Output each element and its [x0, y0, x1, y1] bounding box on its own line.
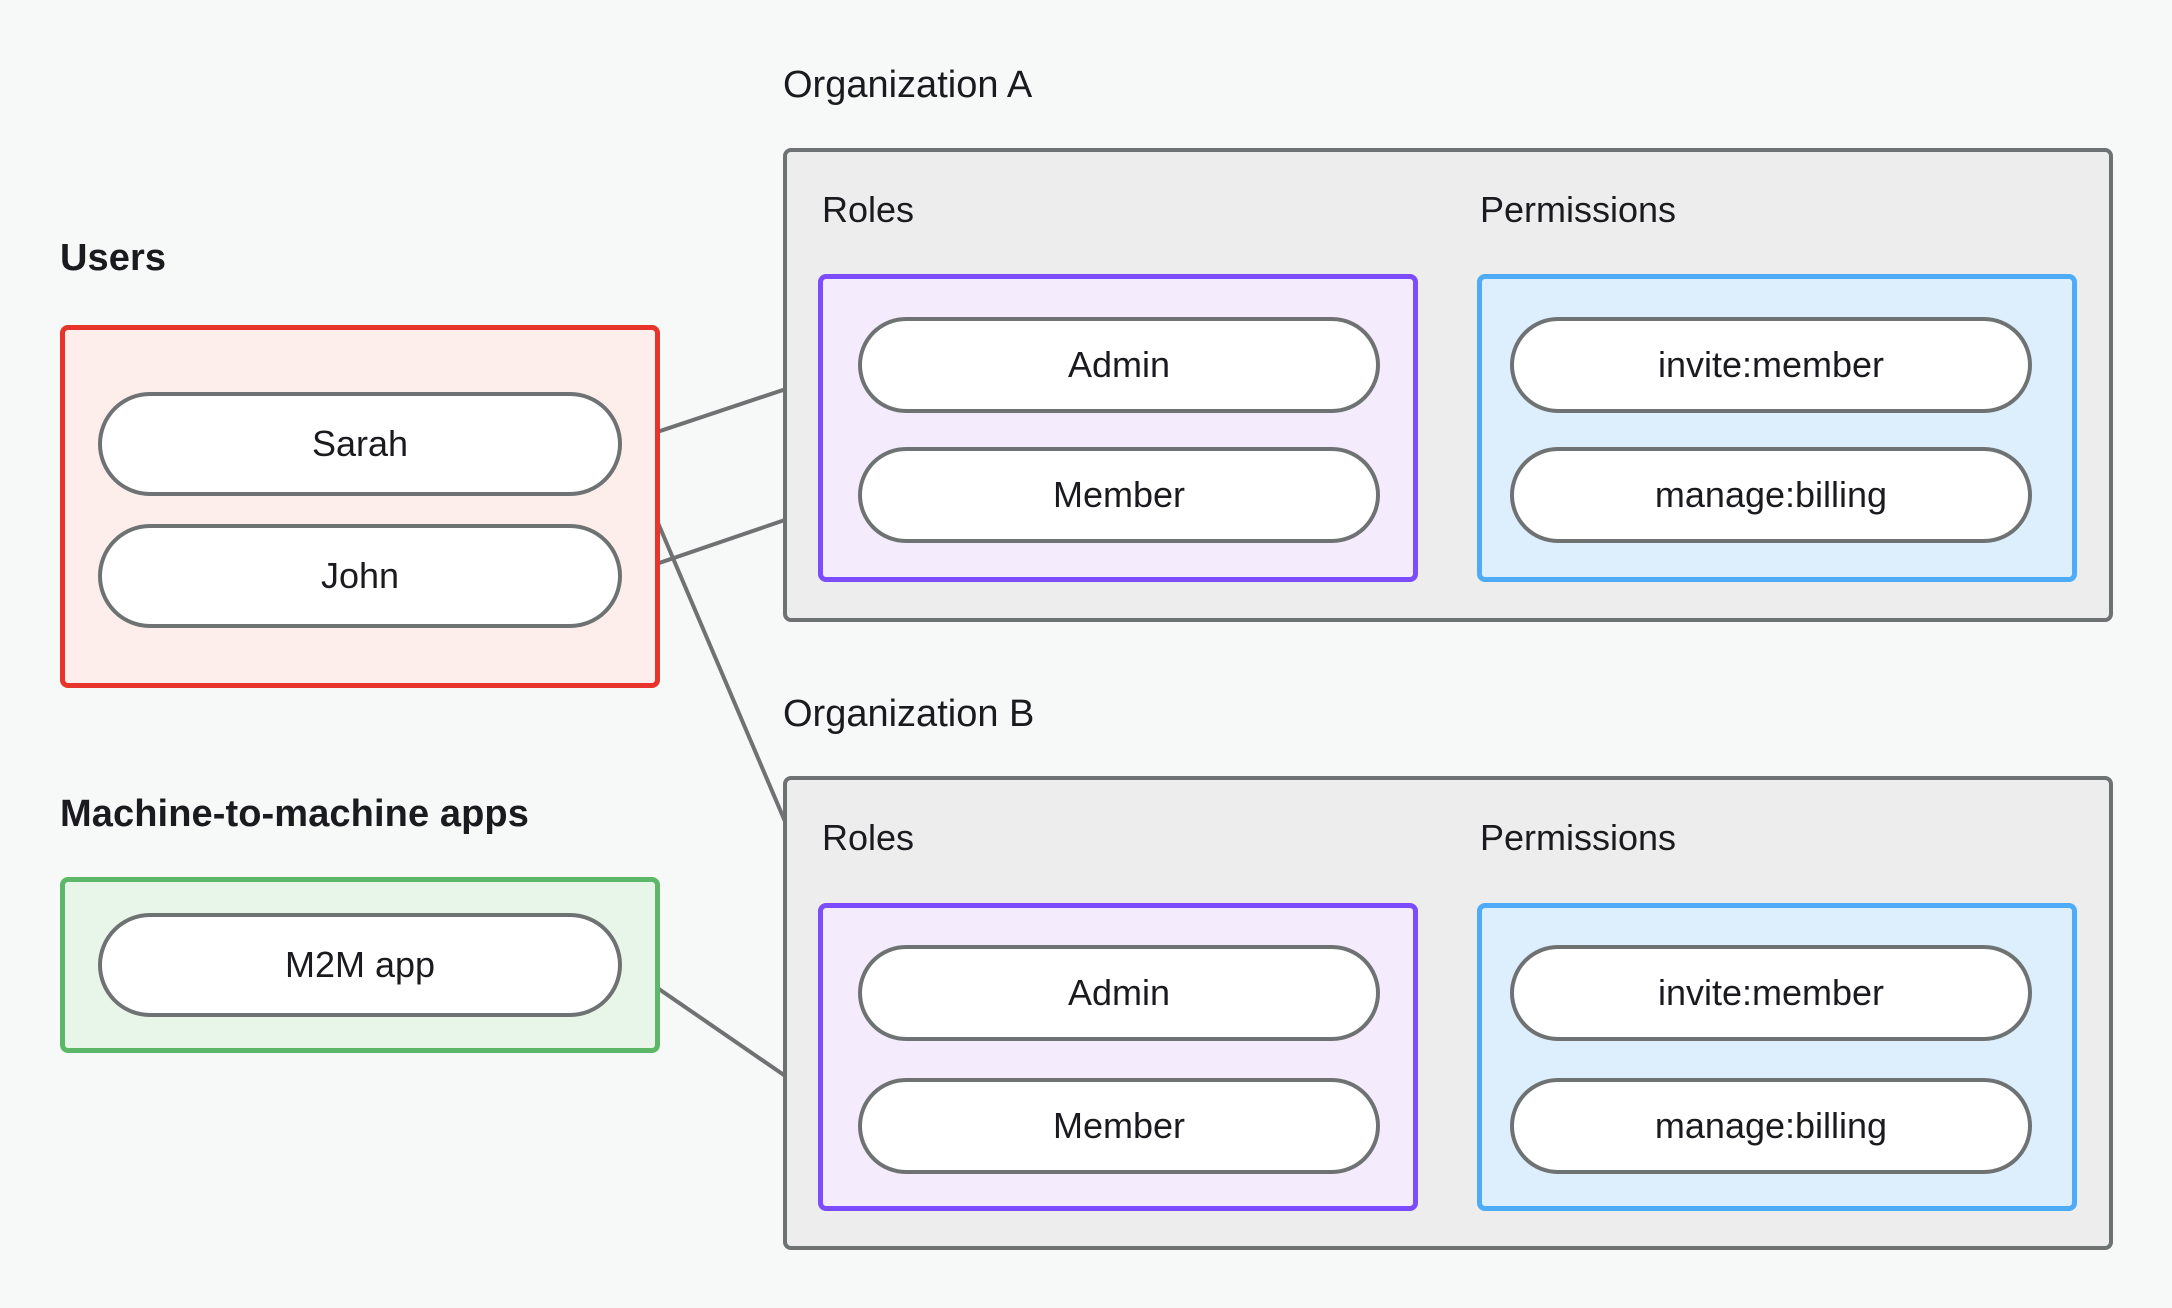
org-a-role-member[interactable]: Member [858, 447, 1380, 543]
org-b-role-member[interactable]: Member [858, 1078, 1380, 1174]
m2m-node-app[interactable]: M2M app [98, 913, 622, 1017]
org-b-roles-label: Roles [822, 817, 915, 858]
org-a-permission-manage-billing[interactable]: manage:billing [1510, 447, 2032, 543]
user-node-sarah[interactable]: Sarah [98, 392, 622, 496]
users-section-title: Users [60, 237, 167, 279]
org-b-permission-invite-member[interactable]: invite:member [1510, 945, 2032, 1041]
org-b-role-admin[interactable]: Admin [858, 945, 1380, 1041]
org-a-roles-label: Roles [822, 189, 915, 230]
org-a-role-admin[interactable]: Admin [858, 317, 1380, 413]
user-node-john[interactable]: John [98, 524, 622, 628]
org-a-title: Organization A [783, 64, 1033, 106]
users-container [60, 325, 660, 688]
org-b-permissions-label: Permissions [1480, 817, 1677, 858]
m2m-section-title: Machine-to-machine apps [60, 793, 529, 835]
org-b-permission-manage-billing[interactable]: manage:billing [1510, 1078, 2032, 1174]
org-a-permission-invite-member[interactable]: invite:member [1510, 317, 2032, 413]
org-a-permissions-label: Permissions [1480, 189, 1677, 230]
org-b-title: Organization B [783, 693, 1035, 735]
